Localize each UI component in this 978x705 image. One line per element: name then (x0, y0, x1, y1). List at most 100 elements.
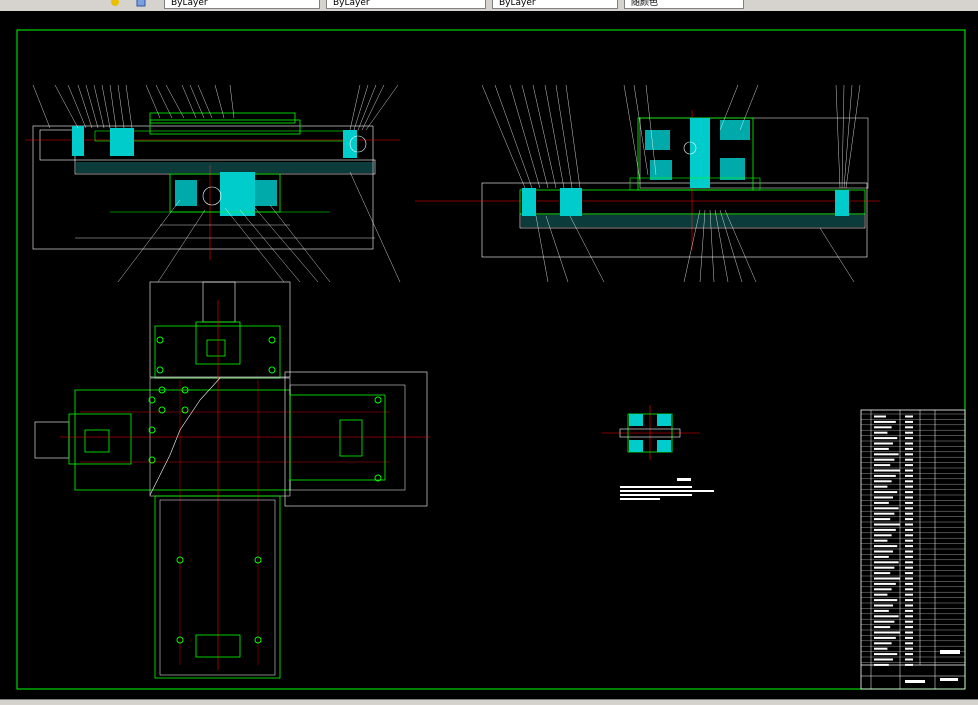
side-view (415, 84, 880, 283)
parts-row-qty (905, 507, 913, 510)
parts-row-qty (905, 442, 913, 445)
plotstyle-control-label: 随颜色 (631, 0, 659, 8)
parts-row-text (874, 566, 895, 569)
parts-row-qty (905, 572, 913, 575)
parts-row-text (874, 636, 896, 639)
parts-row-qty (905, 539, 913, 542)
parts-row-qty (905, 491, 913, 494)
parts-row-text (874, 550, 893, 553)
linetype-control[interactable]: ByLayer (326, 0, 486, 9)
parts-row-text (874, 420, 896, 423)
parts-row-text (874, 593, 888, 596)
parts-row-qty (905, 523, 913, 526)
parts-row-text (874, 431, 888, 434)
parts-row-text (874, 561, 899, 564)
parts-row-text (874, 534, 892, 537)
parts-row-text (874, 528, 896, 531)
parts-row-text (874, 658, 893, 661)
parts-row-qty (905, 566, 913, 569)
parts-row-qty (905, 615, 913, 618)
parts-row-qty (905, 534, 913, 537)
drawing-canvas[interactable] (0, 11, 978, 699)
linetype-control-label: ByLayer (333, 0, 370, 8)
parts-row-qty (905, 609, 913, 612)
front-view (25, 84, 401, 283)
parts-row-text (874, 480, 892, 483)
parts-row-text (874, 469, 900, 472)
parts-row-text (874, 415, 886, 418)
parts-row-qty (905, 658, 913, 661)
lineweight-control-label: ByLayer (499, 0, 536, 8)
layer-cube-icon[interactable] (136, 0, 146, 7)
parts-row-qty (905, 599, 913, 602)
parts-row-text (874, 474, 896, 477)
parts-row-text (874, 555, 889, 558)
layer-state-icon[interactable] (110, 0, 120, 7)
parts-row-text (874, 458, 895, 461)
parts-row-text (874, 663, 889, 666)
section-detail (602, 405, 714, 500)
parts-row-text (874, 588, 892, 591)
parts-row-qty (905, 437, 913, 440)
parts-row-qty (905, 582, 913, 585)
cad-drawing[interactable] (0, 11, 978, 699)
parts-row-qty (905, 555, 913, 558)
plotstyle-control[interactable]: 随颜色 (624, 0, 744, 9)
parts-row-qty (905, 458, 913, 461)
parts-row-qty (905, 528, 913, 531)
status-bar (0, 699, 978, 705)
parts-row-qty (905, 642, 913, 645)
parts-row-qty (905, 588, 913, 591)
parts-row-qty (905, 620, 913, 623)
parts-row-qty (905, 561, 913, 564)
parts-row-text (874, 518, 891, 521)
parts-row-text (874, 604, 893, 607)
parts-row-qty (905, 512, 913, 515)
parts-row-qty (905, 636, 913, 639)
parts-row-text (874, 491, 898, 494)
parts-row-qty (905, 420, 913, 423)
parts-row-qty (905, 464, 913, 467)
parts-row-text (874, 577, 900, 580)
parts-row-text (874, 631, 900, 634)
parts-list-rows (861, 413, 965, 666)
color-control[interactable]: ByLayer (164, 0, 320, 9)
parts-row-text (874, 453, 899, 456)
parts-row-qty (905, 485, 913, 488)
parts-row-text (874, 545, 898, 548)
drawing-frame (16, 29, 966, 690)
parts-row-text (874, 572, 891, 575)
parts-row-qty (905, 431, 913, 434)
top-view (34, 281, 430, 679)
parts-row-qty (905, 447, 913, 450)
parts-row-qty (905, 480, 913, 483)
parts-row-text (874, 447, 889, 450)
parts-row-text (874, 539, 888, 542)
parts-row-qty (905, 518, 913, 521)
parts-row-text (874, 485, 888, 488)
parts-row-qty (905, 577, 913, 580)
lineweight-control[interactable]: ByLayer (492, 0, 618, 9)
parts-row-text (874, 599, 898, 602)
parts-row-qty (905, 453, 913, 456)
parts-list-table (860, 409, 966, 690)
parts-row-qty (905, 647, 913, 650)
parts-row-text (874, 615, 899, 618)
parts-row-text (874, 442, 893, 445)
parts-row-text (874, 512, 895, 515)
parts-row-qty (905, 663, 913, 666)
parts-row-qty (905, 631, 913, 634)
parts-row-text (874, 653, 898, 656)
parts-row-text (874, 620, 895, 623)
parts-row-text (874, 642, 892, 645)
parts-row-qty (905, 474, 913, 477)
parts-row-text (874, 496, 893, 499)
parts-row-qty (905, 545, 913, 548)
parts-row-qty (905, 501, 913, 504)
parts-row-text (874, 647, 888, 650)
parts-row-qty (905, 415, 913, 418)
parts-row-qty (905, 469, 913, 472)
parts-row-qty (905, 653, 913, 656)
parts-row-text (874, 626, 891, 629)
parts-row-text (874, 609, 889, 612)
